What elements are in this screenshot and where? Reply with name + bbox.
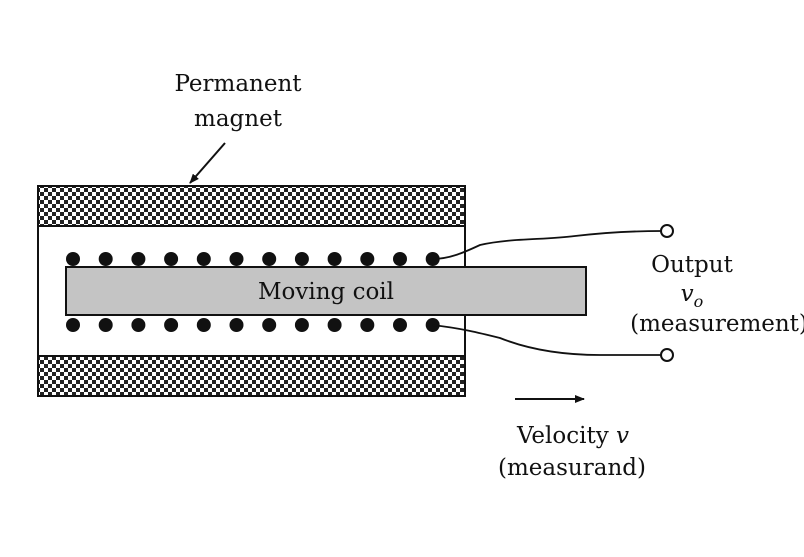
coil-label: Moving coil	[258, 279, 394, 305]
coil-turn	[393, 252, 407, 266]
moving-coil-bar	[65, 266, 587, 316]
output-terminal-top	[660, 224, 674, 238]
velocity-label: Velocity v	[516, 423, 629, 449]
coil-turns-bottom	[66, 318, 440, 332]
magnet-label-line1: Permanent	[174, 71, 302, 97]
coil-turn	[262, 252, 277, 266]
output-lead-top	[431, 230, 662, 260]
coil-turn	[393, 318, 407, 332]
magnet-label-line2: magnet	[194, 106, 283, 132]
coil-turns-top	[66, 252, 440, 266]
output-terminal-bottom	[660, 348, 674, 362]
output-lead-bottom	[431, 324, 661, 356]
magnet-bottom-section	[37, 355, 466, 397]
output-symbol-label: vo	[681, 281, 704, 311]
coil-turn	[327, 318, 342, 332]
velocity-text: Velocity	[516, 423, 616, 449]
coil-turn	[294, 318, 309, 332]
output-subscript: o	[694, 292, 704, 311]
coil-turn	[131, 252, 146, 266]
output-label-line1: Output	[651, 252, 733, 278]
coil-turn	[360, 318, 375, 332]
coil-turn	[131, 318, 146, 332]
velocity-symbol: v	[616, 423, 629, 449]
output-symbol: v	[681, 281, 694, 307]
measurand-label: (measurand)	[498, 455, 646, 481]
coil-turn	[360, 252, 375, 266]
coil-turn	[164, 318, 179, 332]
coil-turn	[164, 252, 179, 266]
magnet-pointer-arrow	[189, 142, 226, 184]
coil-turn	[196, 318, 211, 332]
coil-turn	[327, 252, 342, 266]
coil-turn	[294, 252, 309, 266]
magnet-top-section	[37, 185, 466, 227]
output-label-line3: (measurement)	[630, 311, 804, 337]
coil-turn	[229, 252, 244, 266]
coil-turn	[196, 252, 211, 266]
coil-turn	[66, 318, 80, 332]
coil-turn	[229, 318, 244, 332]
coil-turn	[262, 318, 277, 332]
coil-turn	[98, 318, 113, 332]
coil-turn	[98, 252, 113, 266]
coil-turn	[66, 252, 80, 266]
